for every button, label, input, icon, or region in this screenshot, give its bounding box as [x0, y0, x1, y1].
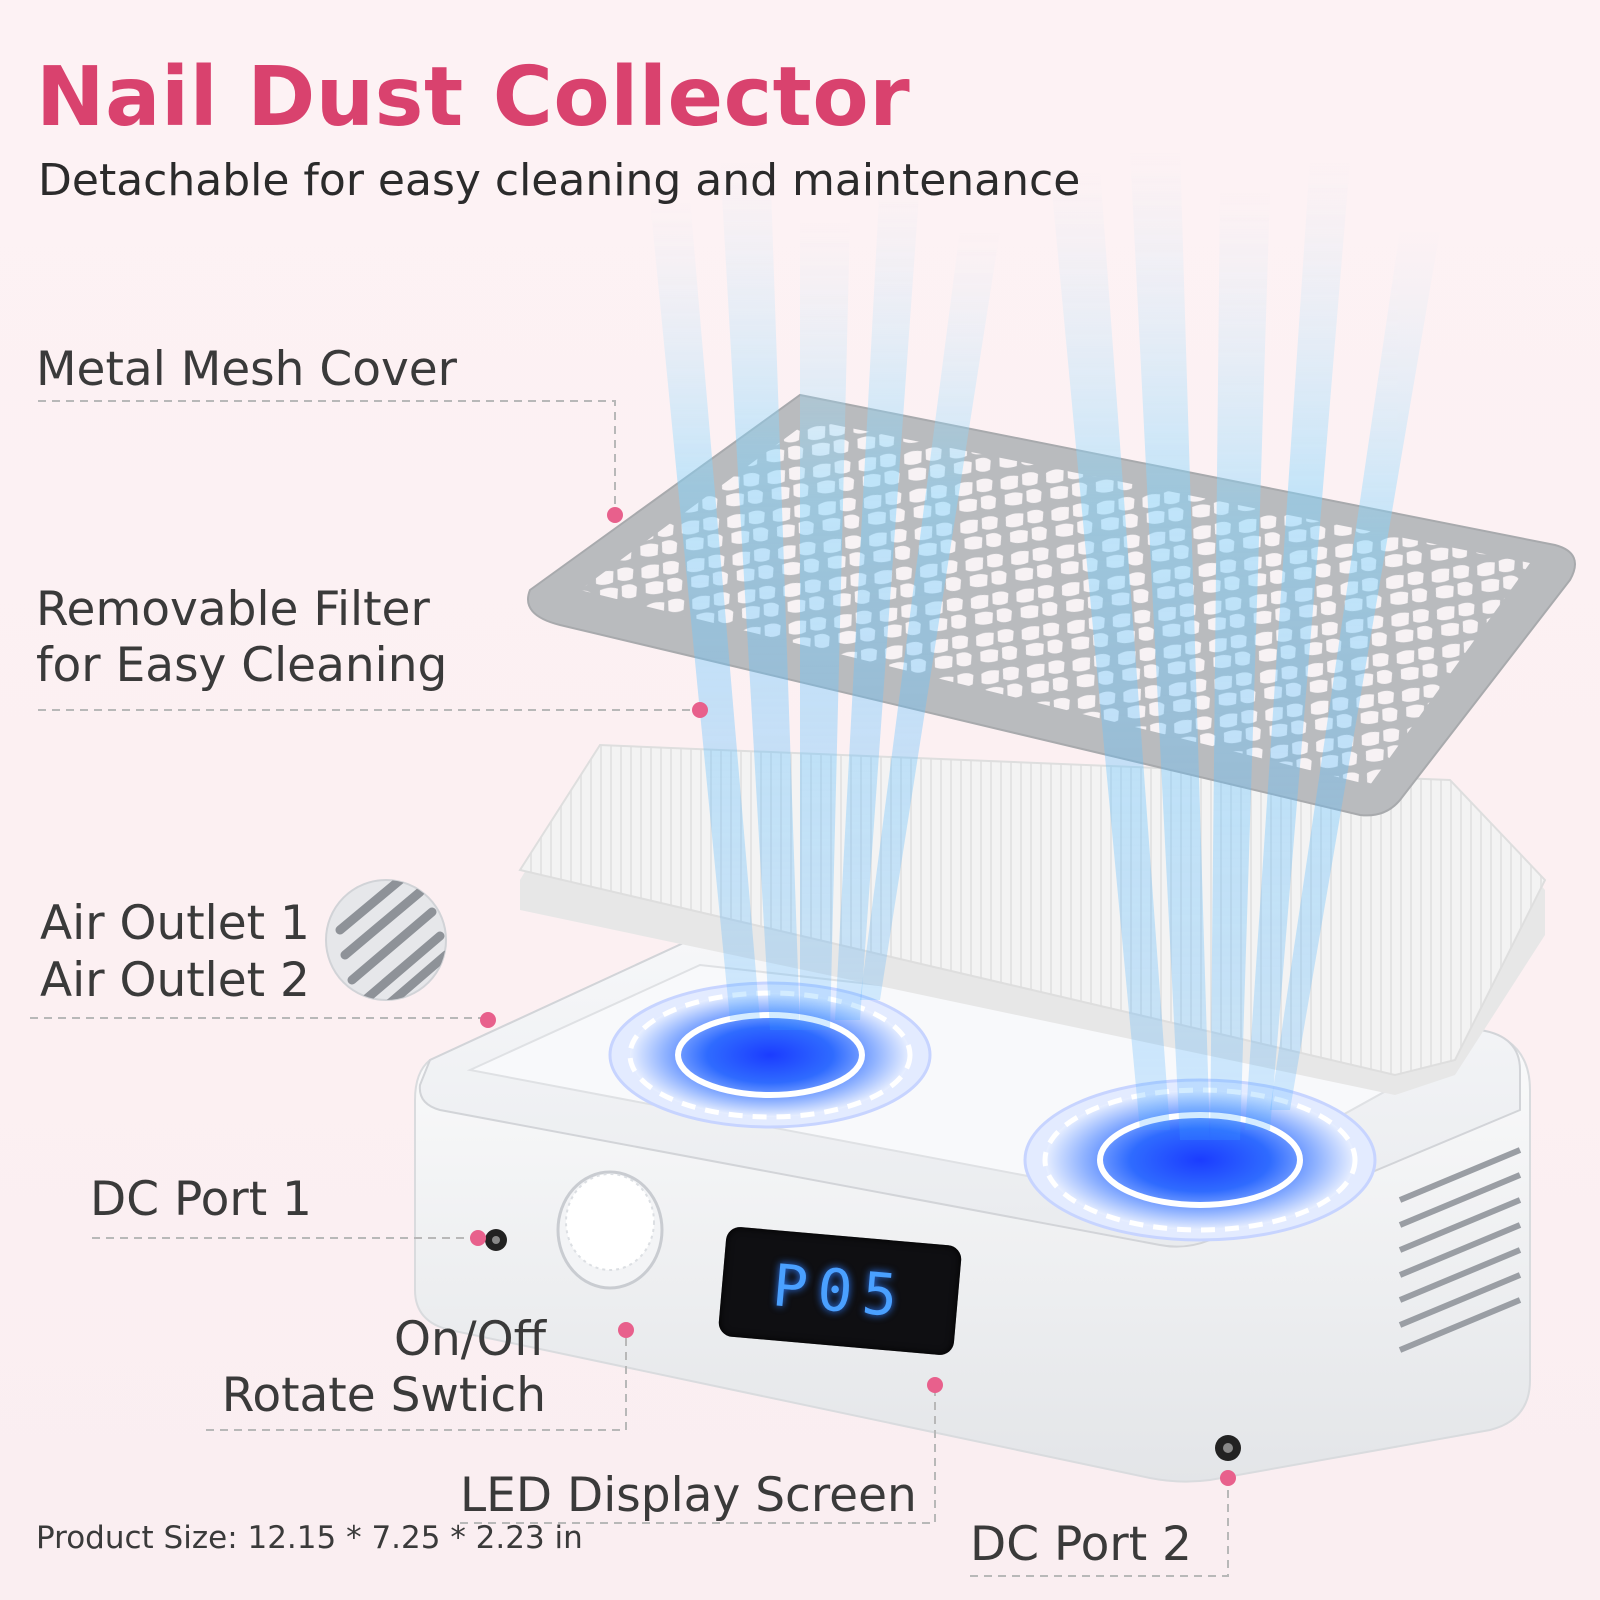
label-on-off: On/Off: [394, 1312, 546, 1367]
dc-port-icon: [485, 1229, 507, 1251]
vent-icon: [325, 879, 447, 1001]
label-air-outlet-2: Air Outlet 2: [40, 953, 310, 1008]
label-easy-cleaning: for Easy Cleaning: [36, 638, 448, 693]
dc-port-icon: [1215, 1435, 1241, 1461]
led-display: P05: [717, 1225, 963, 1357]
label-led-display: LED Display Screen: [460, 1468, 917, 1523]
label-dc-port-1: DC Port 1: [90, 1172, 312, 1227]
rotary-knob-icon: [556, 1170, 664, 1290]
fan-icon: [1023, 1078, 1377, 1242]
airflow-effect: [650, 150, 1440, 1140]
label-air-outlet-1: Air Outlet 1: [40, 896, 310, 951]
label-removable-filter: Removable Filter: [36, 582, 430, 637]
page-subtitle: Detachable for easy cleaning and mainten…: [38, 155, 1081, 206]
label-rotate-switch: Rotate Swtich: [221, 1368, 546, 1423]
label-metal-mesh-cover: Metal Mesh Cover: [36, 342, 458, 397]
product-size: Product Size: 12.15 * 7.25 * 2.23 in: [36, 1520, 583, 1556]
led-readout: P05: [769, 1251, 911, 1331]
page-title: Nail Dust Collector: [36, 50, 911, 145]
callout-leaders: [30, 400, 1229, 1577]
side-vent-icon: [1398, 1147, 1522, 1353]
callout-dots: [470, 507, 1236, 1486]
label-dc-port-2: DC Port 2: [970, 1517, 1192, 1572]
